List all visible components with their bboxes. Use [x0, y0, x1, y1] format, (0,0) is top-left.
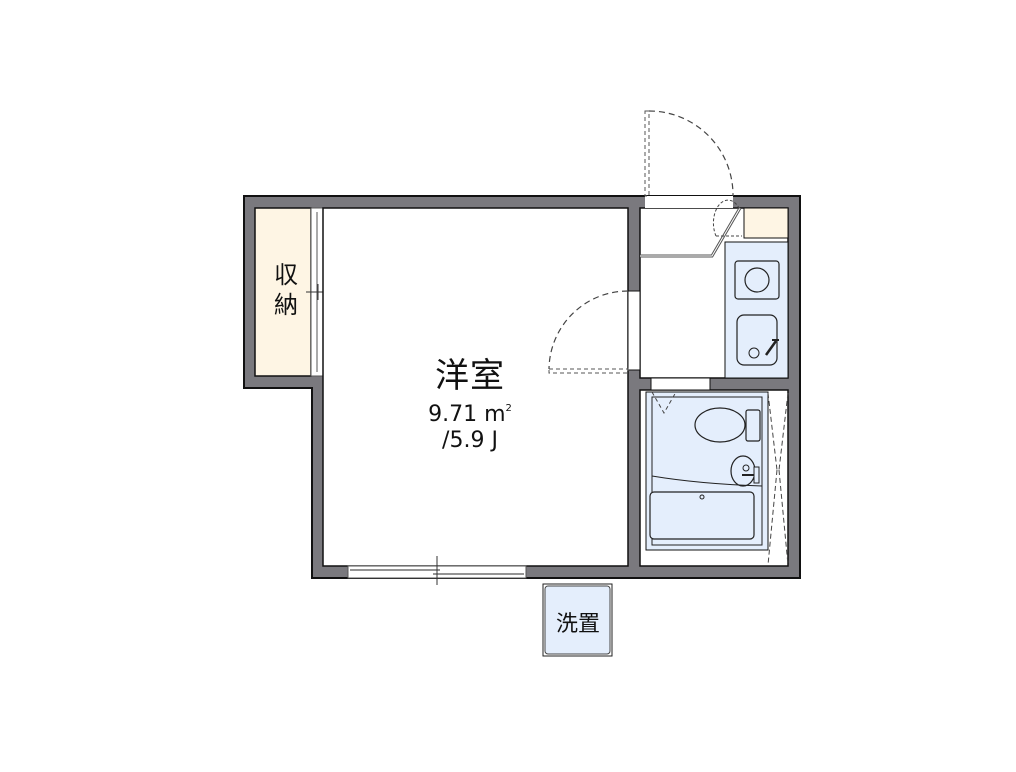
faucet-icon — [764, 340, 778, 356]
area-m2: 9.71 m — [428, 402, 506, 427]
bath-door-opening — [650, 377, 711, 391]
entrance-opening — [645, 196, 733, 208]
area-sup: 2 — [505, 403, 512, 414]
bath-folding-door — [651, 391, 677, 415]
western-room — [322, 207, 629, 567]
bath-side-storage — [767, 392, 789, 566]
room-door-opening — [627, 290, 641, 371]
closet-label: 収 納 — [266, 260, 306, 320]
entrance-door — [644, 110, 734, 197]
western-room-area: 9.71 m2 /5.9 J — [400, 396, 540, 454]
toilet-bowl — [694, 407, 746, 443]
western-room-name: 洋室 — [435, 356, 505, 396]
closet-label-line1: 収 — [274, 261, 298, 289]
bathtub — [649, 491, 755, 540]
toilet-tank — [745, 409, 761, 442]
stove — [734, 260, 780, 300]
sink-drain-icon — [748, 347, 760, 359]
tub-drain-icon — [699, 494, 705, 500]
shoe-box — [743, 207, 789, 239]
closet-label-line2: 納 — [274, 291, 298, 319]
washbasin — [730, 455, 756, 487]
area-jo: /5.9 J — [442, 428, 498, 453]
washer-label: 洗置 — [555, 612, 600, 637]
stove-burner-icon — [744, 267, 770, 293]
room-door — [548, 290, 629, 374]
closet-area — [254, 207, 312, 377]
